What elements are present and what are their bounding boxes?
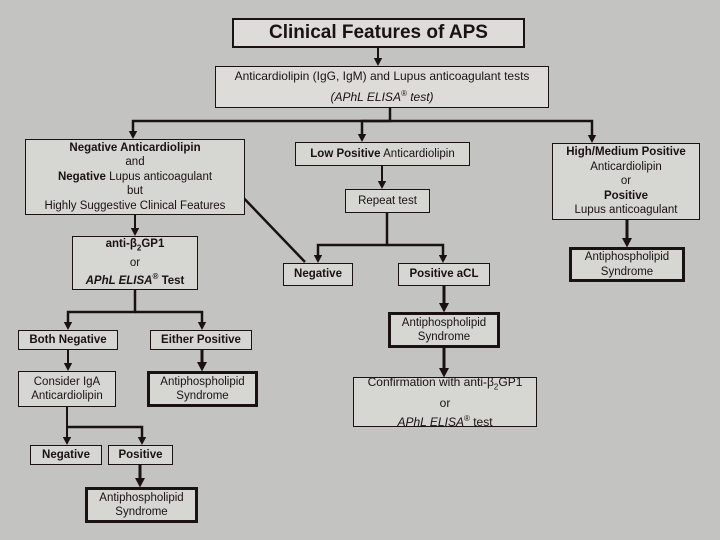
node-negative-repeat-result: Negative	[283, 263, 353, 286]
node-negative-iga-result: Negative	[30, 445, 102, 465]
node-high-medium-positive: High/Medium Positive Anticardiolipin or …	[552, 143, 700, 220]
node-low-positive-anticardiolipin: Low Positive Anticardiolipin	[295, 142, 470, 166]
node-anticardiolipin-tests: Anticardiolipin (IgG, IgM) and Lupus ant…	[215, 66, 549, 108]
node-anti-b2gp1-test: anti-β2GP1 or APhL ELISA® Test	[72, 236, 198, 290]
registered-mark: ®	[152, 272, 159, 282]
page-title: Clinical Features of APS	[269, 22, 488, 43]
node-confirmation: Confirmation with anti-β2GP1 or APhL ELI…	[353, 375, 537, 429]
node-aps-right: Antiphospholipid Syndrome	[569, 247, 685, 282]
title-box: Clinical Features of APS	[232, 18, 525, 48]
node-aps-bottom: Antiphospholipid Syndrome	[85, 487, 198, 523]
node-aps-left-middle: Antiphospholipid Syndrome	[147, 371, 258, 407]
node-repeat-test: Repeat test	[345, 189, 430, 213]
node-either-positive: Either Positive	[150, 330, 252, 350]
node-both-negative: Both Negative	[18, 330, 118, 350]
registered-mark: ®	[400, 89, 407, 98]
node-consider-iga: Consider IgA Anticardiolipin	[18, 371, 116, 407]
node-aps-center: Antiphospholipid Syndrome	[388, 312, 500, 348]
tests-line1: Anticardiolipin (IgG, IgM) and Lupus ant…	[234, 69, 530, 83]
tests-line2: (APhL ELISA® test)	[330, 89, 434, 104]
node-negative-anticardiolipin: Negative Anticardiolipin and Negative Lu…	[25, 139, 245, 215]
node-positive-iga-result: Positive	[108, 445, 173, 465]
node-positive-acl: Positive aCL	[398, 263, 490, 286]
registered-mark: ®	[463, 414, 470, 424]
